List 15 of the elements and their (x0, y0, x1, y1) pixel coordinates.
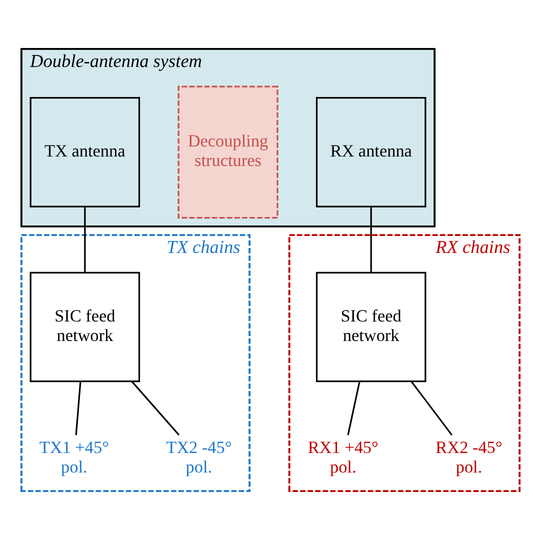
connector (347, 380, 360, 435)
node-text: RX2 -45° pol. (436, 438, 502, 476)
node-box: RX antenna (316, 96, 426, 207)
node-box: SIC feed network (316, 271, 426, 382)
connector (370, 206, 372, 272)
node-box: TX antenna (30, 96, 140, 207)
connector (131, 380, 180, 436)
connector (84, 206, 86, 272)
node-text: RX1 +45° pol. (308, 438, 378, 476)
connector (410, 380, 453, 436)
node-box: SIC feed network (30, 271, 140, 382)
node-box: Decoupling structures (178, 85, 278, 218)
connector (75, 381, 82, 435)
node-text: TX1 +45° pol. (39, 438, 109, 476)
node-text: TX2 -45° pol. (166, 438, 232, 476)
